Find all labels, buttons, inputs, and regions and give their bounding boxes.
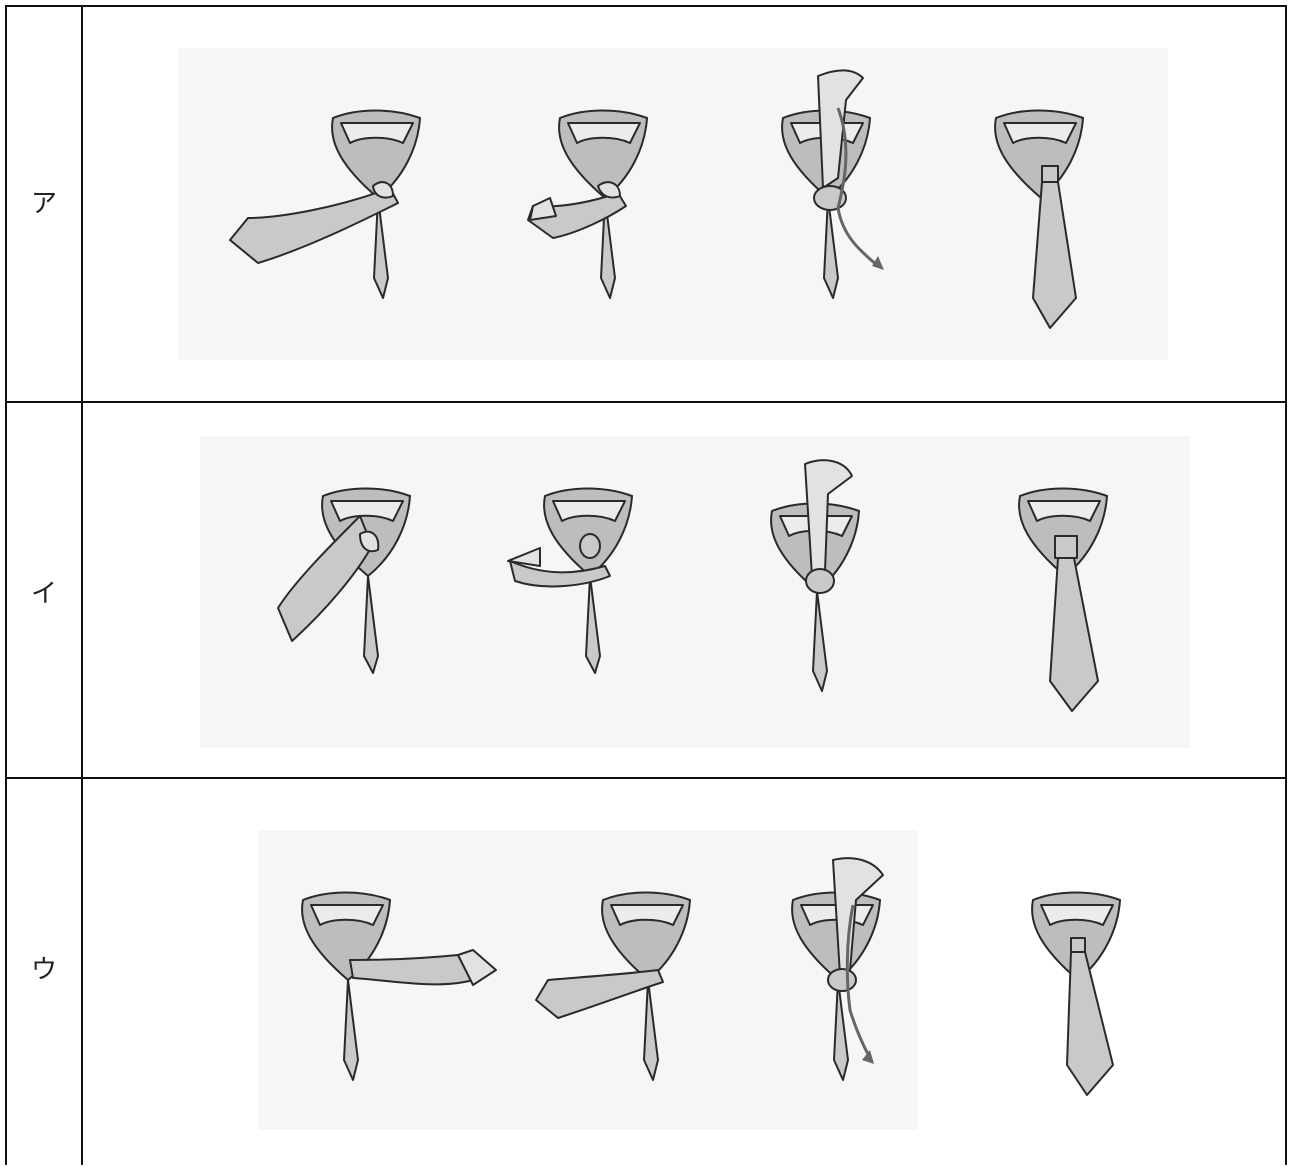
tie-step-u-4 <box>1025 880 1135 1140</box>
tie-steps-panel-a <box>178 48 1168 360</box>
row-label-a: ア <box>7 183 81 220</box>
tie-steps-panel-i <box>200 436 1190 748</box>
row-label-u: ウ <box>7 949 81 986</box>
row-label-i: イ <box>7 573 81 610</box>
tie-steps-panel-u-left <box>258 830 918 1130</box>
